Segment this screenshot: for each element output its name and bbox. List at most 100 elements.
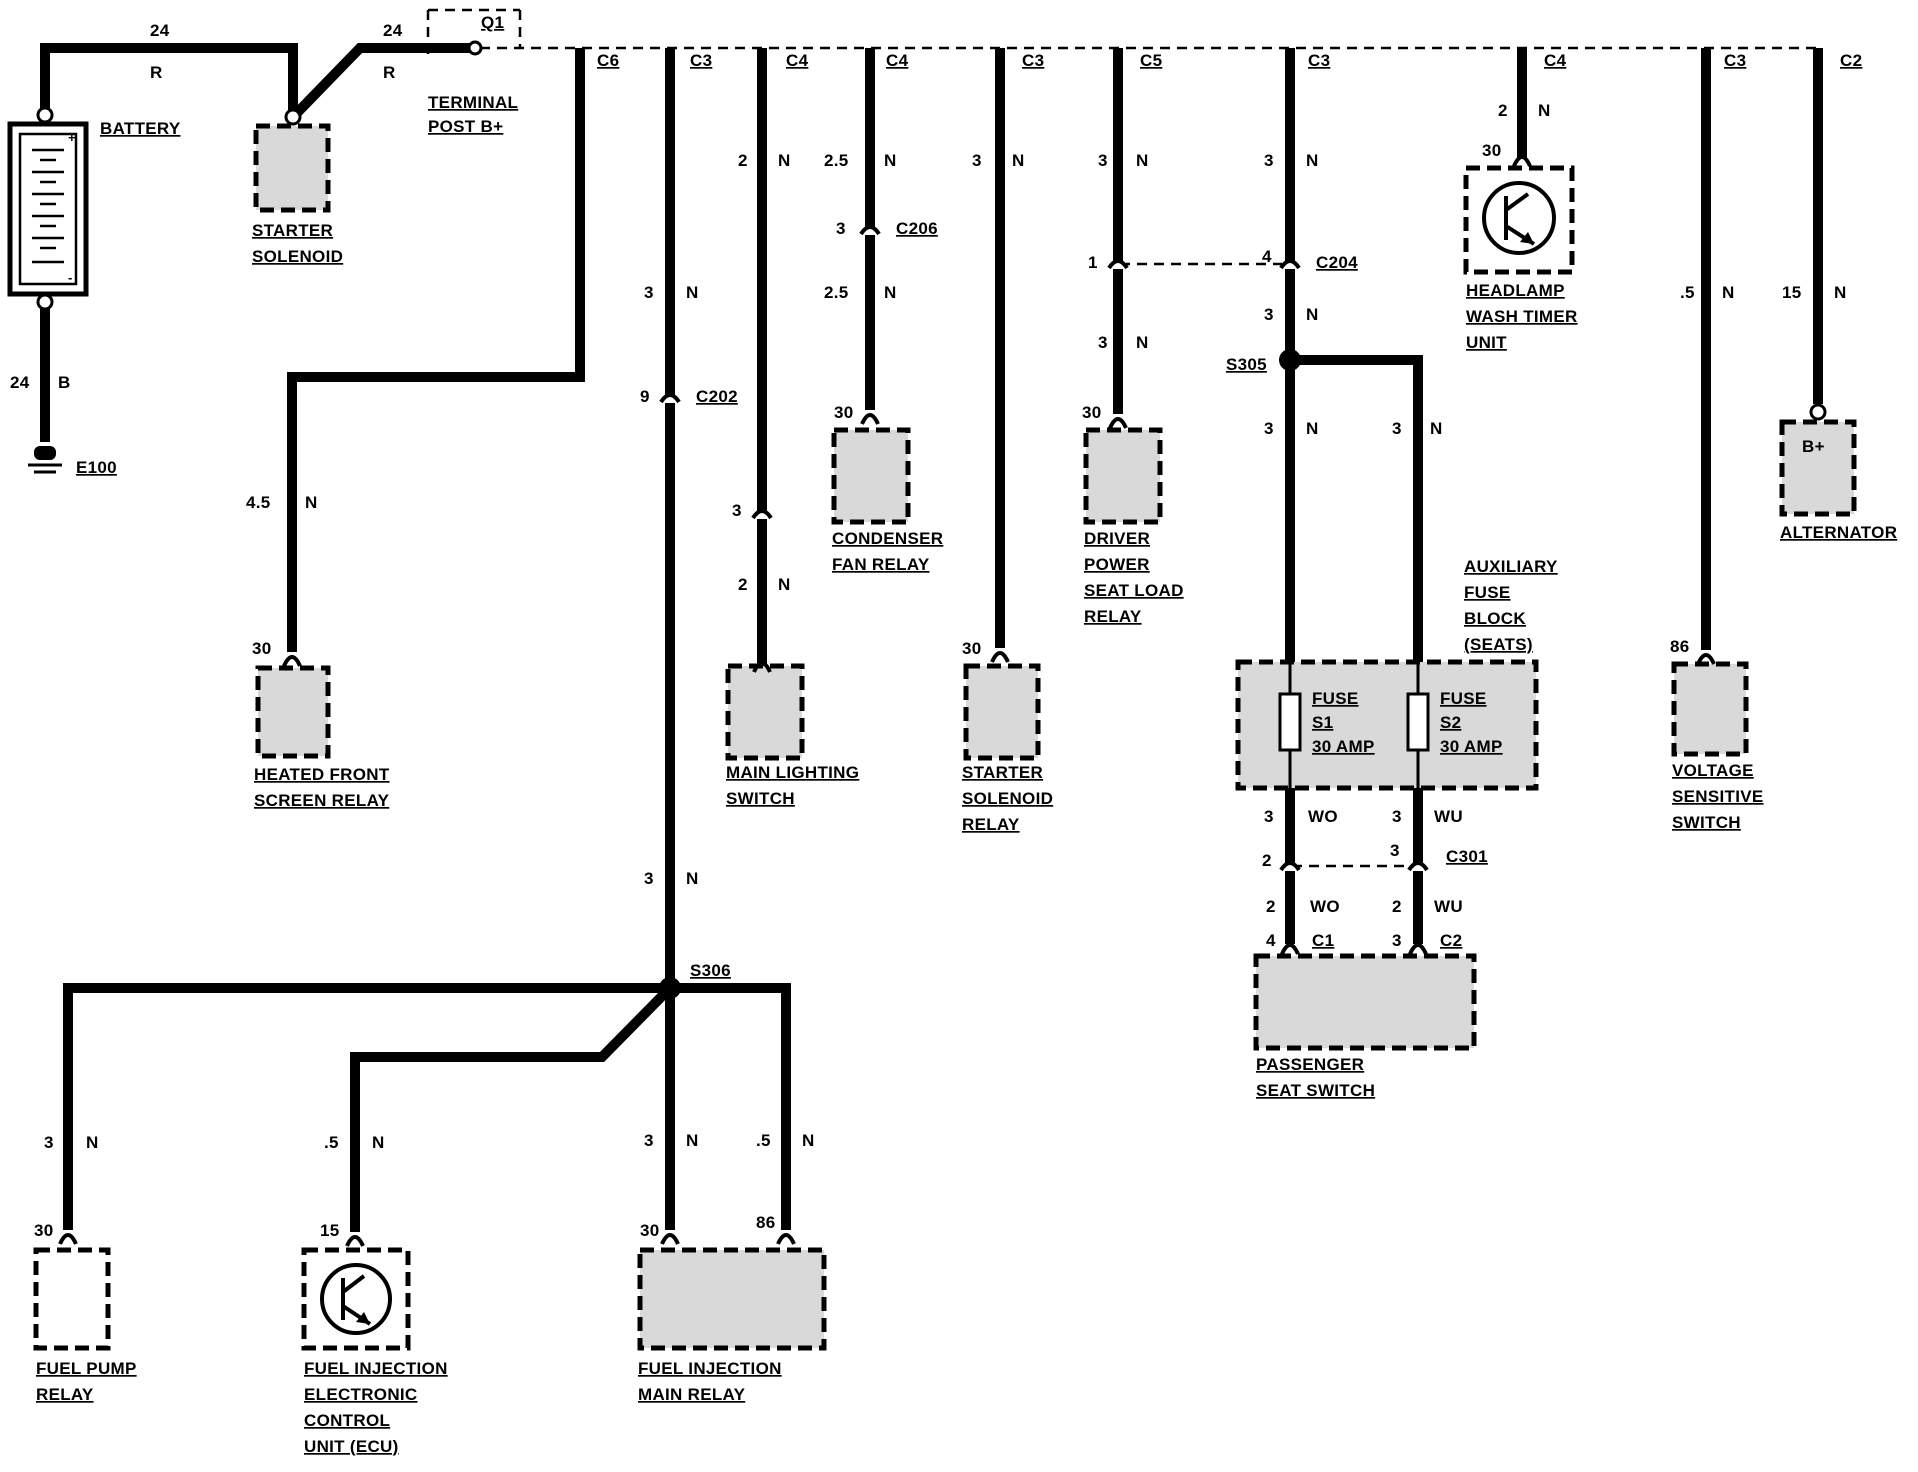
headlamp-label-3: UNIT <box>1466 333 1507 352</box>
aux-upper-color: N <box>1306 151 1319 170</box>
b-plus-feed-gauge: 24 <box>383 21 403 40</box>
ground-ref: E100 <box>76 458 117 477</box>
c204-pin-right: 4 <box>1262 247 1272 266</box>
voltage-sensitive-switch-box <box>1671 661 1749 757</box>
ecu-pin: 15 <box>320 1221 340 1240</box>
starter-solenoid-relay-box <box>963 663 1041 761</box>
main-relay-pin-b: 86 <box>756 1213 776 1232</box>
connector-c301-left-symbol <box>1279 861 1301 872</box>
fuel-pump-color: N <box>86 1133 99 1152</box>
fuse-s2-label-3: 30 AMP <box>1440 737 1503 756</box>
fuel-pump-relay-box <box>33 1247 111 1351</box>
connector-c4-headlamp: C4 <box>1544 51 1567 70</box>
heated-front-label-2: SCREEN RELAY <box>254 791 390 810</box>
driver-seat-pin: 30 <box>1082 403 1102 422</box>
aux-mid-gauge: 3 <box>1264 305 1274 324</box>
ecu-label-4: UNIT (ECU) <box>304 1437 399 1456</box>
voltage-pin: 86 <box>1670 637 1690 656</box>
aux-fuse-block-label-3: BLOCK <box>1464 609 1526 628</box>
heated-front-color: N <box>305 493 318 512</box>
fuse-s1-out-color: WO <box>1308 807 1338 826</box>
ground-color: B <box>58 373 71 392</box>
heated-front-screen-wire <box>287 48 585 652</box>
driver-seat-label-3: SEAT LOAD <box>1084 581 1184 600</box>
ecu-label-1: FUEL INJECTION <box>304 1359 448 1378</box>
condenser-upper-gauge: 2.5 <box>824 151 849 170</box>
alternator-label: ALTERNATOR <box>1780 523 1897 542</box>
c301-pin-right: 3 <box>1390 841 1400 860</box>
heated-front-label-1: HEATED FRONT <box>254 765 390 784</box>
heated-front-gauge: 4.5 <box>246 493 271 512</box>
seat-c2-pin-hook <box>1408 943 1428 955</box>
c301-pin-left: 2 <box>1262 851 1272 870</box>
splice-s306-label: S306 <box>690 961 731 980</box>
lighting-lower-gauge: 2 <box>738 575 748 594</box>
trunk-lower-gauge: 3 <box>644 869 654 888</box>
connector-c4-condenser: C4 <box>886 51 909 70</box>
ecu-wire <box>350 984 674 1232</box>
fuse-s1-label-3: 30 AMP <box>1312 737 1375 756</box>
headlamp-gauge: 2 <box>1498 101 1508 120</box>
connector-c204: C204 <box>1316 253 1358 272</box>
starter-relay-pin: 30 <box>962 639 982 658</box>
passenger-seat-label-2: SEAT SWITCH <box>1256 1081 1375 1100</box>
main-relay-a-gauge: 3 <box>644 1131 654 1150</box>
trunk-lower-color: N <box>686 869 699 888</box>
ecu-label-2: ELECTRONIC <box>304 1385 418 1404</box>
aux-fuse-block-label-1: AUXILIARY <box>1464 557 1558 576</box>
driver-lower-gauge: 3 <box>1098 333 1108 352</box>
connector-c301: C301 <box>1446 847 1488 866</box>
starter-relay-pin-hook <box>990 651 1010 663</box>
main-relay-b-wire <box>670 983 791 1230</box>
battery-symbol: + - <box>7 106 89 311</box>
fuel-pump-wire <box>63 983 670 1230</box>
driver-upper-color: N <box>1136 151 1149 170</box>
main-lighting-switch-box <box>725 663 805 761</box>
headlamp-transistor-icon <box>1482 181 1556 255</box>
fuse-s1-label-1: FUSE <box>1312 689 1359 708</box>
svg-text:-: - <box>68 270 72 285</box>
driver-power-seat-relay-box <box>1083 427 1163 525</box>
aux-fuse-block-label-2: FUSE <box>1464 583 1511 602</box>
connector-c5: C5 <box>1140 51 1162 70</box>
fuse-s1-icon <box>1278 692 1302 752</box>
fuse-s2-out-color: WU <box>1434 807 1463 826</box>
connector-c3-starter: C3 <box>1022 51 1044 70</box>
condenser-lower-color: N <box>884 283 897 302</box>
lighting-pin-hook <box>752 661 772 673</box>
ground-icon <box>28 446 62 474</box>
voltage-gauge: .5 <box>1680 283 1695 302</box>
condenser-fan-relay-box <box>831 427 911 525</box>
seat-c1-pin: 4 <box>1266 931 1276 950</box>
connector-c206-symbol <box>859 225 881 236</box>
connector-c6: C6 <box>597 51 619 70</box>
seat-c2: C2 <box>1440 931 1462 950</box>
lighting-lower-color: N <box>778 575 791 594</box>
voltage-label-2: SENSITIVE <box>1672 787 1764 806</box>
ecu-color: N <box>372 1133 385 1152</box>
c204-pin-left: 1 <box>1088 253 1098 272</box>
seat-s1-gauge: 2 <box>1266 897 1276 916</box>
terminal-post-label-1: TERMINAL <box>428 93 518 112</box>
headlamp-pin-hook <box>1512 155 1532 167</box>
alternator-gauge: 15 <box>1782 283 1802 302</box>
driver-seat-pin-hook <box>1108 417 1128 429</box>
connector-lighting-symbol <box>751 509 773 520</box>
seat-c1: C1 <box>1312 931 1334 950</box>
connector-c4-lighting: C4 <box>786 51 809 70</box>
connector-c3-trunk: C3 <box>690 51 712 70</box>
fuse-s2-label-1: FUSE <box>1440 689 1487 708</box>
aux-fuse-block-label-4: (SEATS) <box>1464 635 1533 654</box>
main-lighting-label-2: SWITCH <box>726 789 795 808</box>
driver-lower-color: N <box>1136 333 1149 352</box>
connector-c3-voltage: C3 <box>1724 51 1746 70</box>
svg-text:+: + <box>68 130 76 145</box>
starter-solenoid-box <box>253 123 331 213</box>
aux-right-gauge: 3 <box>1392 419 1402 438</box>
passenger-seat-label-1: PASSENGER <box>1256 1055 1364 1074</box>
main-relay-b-pin-hook <box>776 1233 796 1245</box>
connector-c202-symbol <box>659 393 681 404</box>
starter-relay-label-2: SOLENOID <box>962 789 1053 808</box>
fuel-pump-gauge: 3 <box>44 1133 54 1152</box>
